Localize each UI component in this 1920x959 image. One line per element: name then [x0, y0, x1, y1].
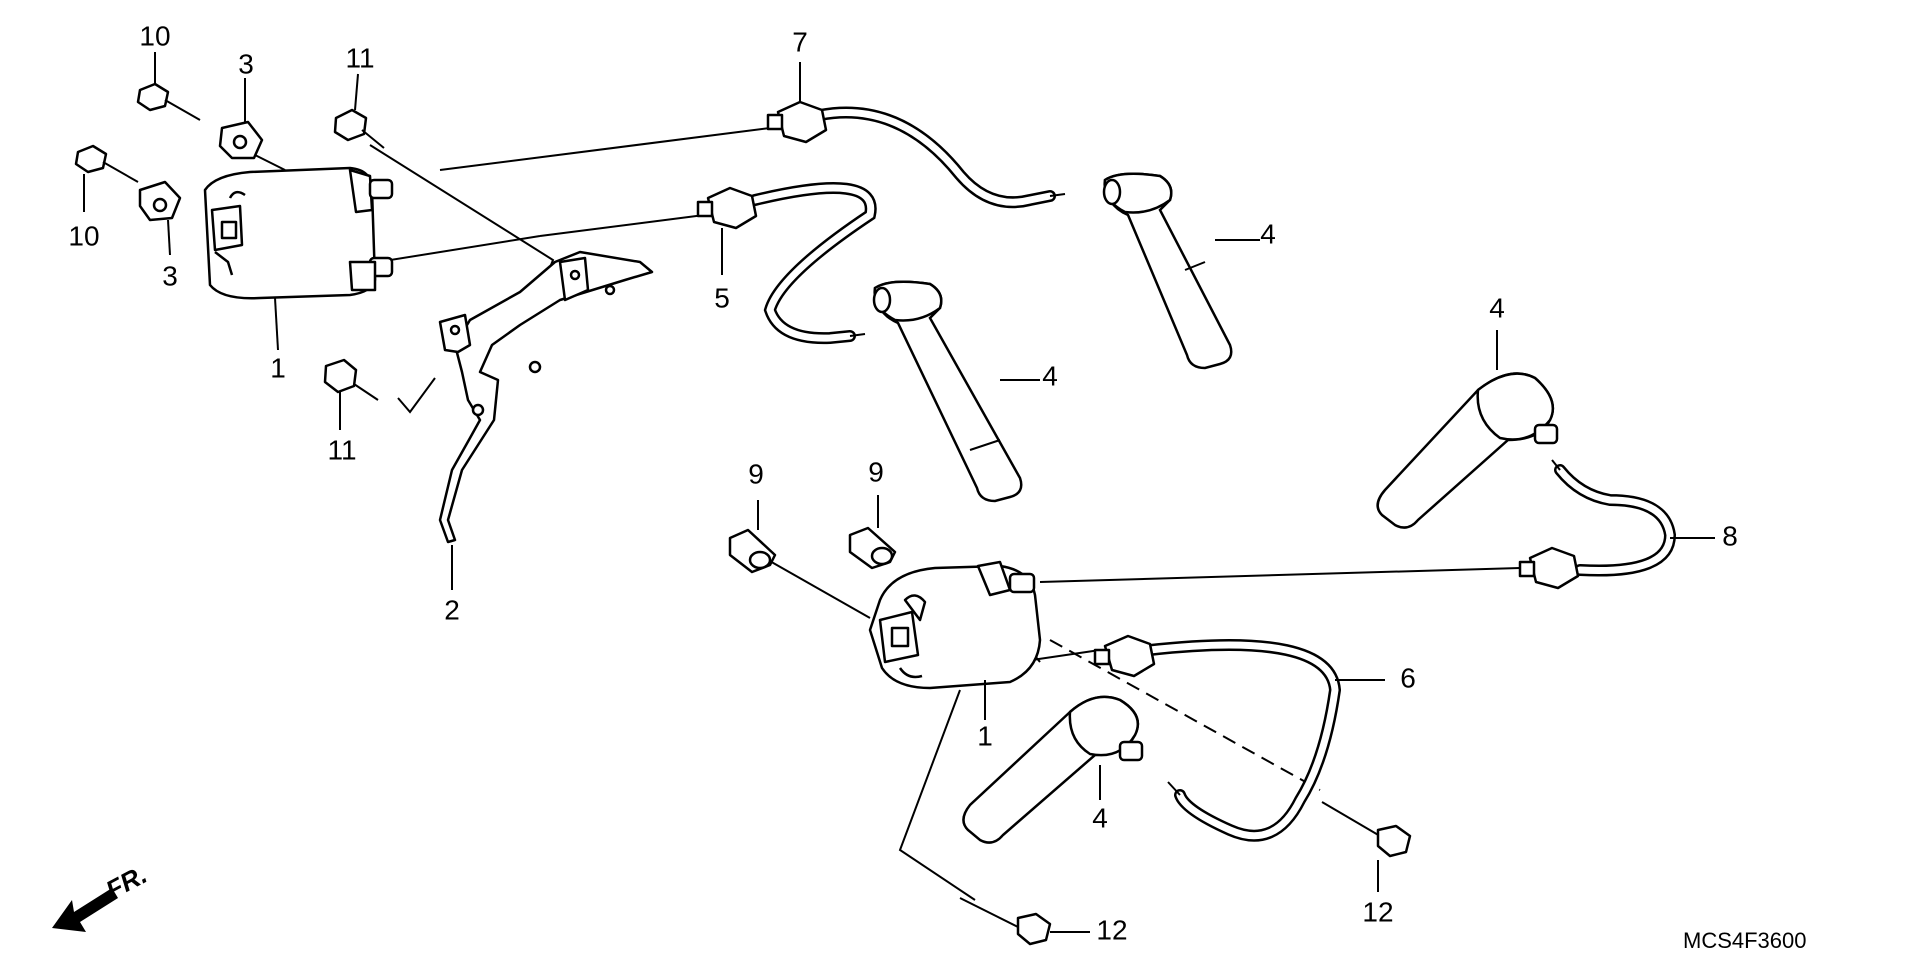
drawing-code: MCS4F3600	[1683, 928, 1807, 953]
collar-9-right	[848, 526, 897, 570]
spark-plug-cap-4-a	[1102, 172, 1233, 370]
callout-3-lower: 3	[162, 260, 178, 291]
callout-8: 8	[1722, 520, 1738, 551]
callout-10-lower: 10	[68, 220, 99, 251]
front-direction-arrow: FR.	[52, 859, 152, 932]
bolt-11-lower	[323, 358, 379, 401]
callout-4-a: 4	[1260, 218, 1276, 249]
arrow-left-icon	[52, 888, 118, 932]
ignition-wire-6	[1093, 634, 1342, 842]
callout-12-left: 12	[1096, 914, 1127, 945]
callout-12-right: 12	[1362, 896, 1393, 927]
callout-9-left: 9	[748, 458, 764, 489]
bolt-10-lower	[74, 144, 139, 183]
callout-11-lower: 11	[327, 434, 356, 465]
callout-4-b: 4	[1042, 360, 1058, 391]
coil-bracket	[438, 250, 654, 544]
bolt-12-lower-right	[1321, 801, 1412, 858]
spark-plug-cap-4-b	[872, 280, 1023, 503]
spark-plug-cap-4-d	[962, 695, 1144, 844]
bolt-12-lower-left	[959, 897, 1052, 946]
callout-4-d: 4	[1092, 802, 1108, 833]
ignition-wire-7	[766, 100, 1066, 209]
ignition-coil-upper	[203, 166, 394, 300]
callout-1-lower: 1	[977, 720, 993, 751]
ignition-coil-lower	[868, 560, 1042, 690]
callout-5: 5	[714, 282, 730, 313]
collar-3-lower	[138, 180, 182, 222]
callout-6: 6	[1400, 662, 1416, 693]
callout-10-upper: 10	[139, 20, 170, 51]
collar-3-upper	[218, 120, 264, 160]
spark-plug-cap-4-c	[1376, 372, 1559, 529]
callout-2: 2	[444, 594, 460, 625]
bolt-10-upper	[136, 82, 201, 121]
collar-9-left	[728, 528, 777, 574]
callout-labels: 10 3 11 10 3 1 11 2 5 7 4 4 4 8 9 9 1 6 …	[68, 20, 1737, 945]
bolt-11-upper	[333, 108, 385, 149]
callout-1-upper: 1	[270, 352, 286, 383]
callout-leaders	[83, 52, 1715, 933]
callout-7: 7	[792, 26, 808, 57]
ignition-wire-5	[696, 182, 877, 345]
callout-9-right: 9	[868, 456, 884, 487]
callout-4-c: 4	[1489, 292, 1505, 323]
callout-11-upper: 11	[345, 42, 374, 73]
ignition-wire-8	[1518, 459, 1677, 590]
callout-3-upper: 3	[238, 48, 254, 79]
